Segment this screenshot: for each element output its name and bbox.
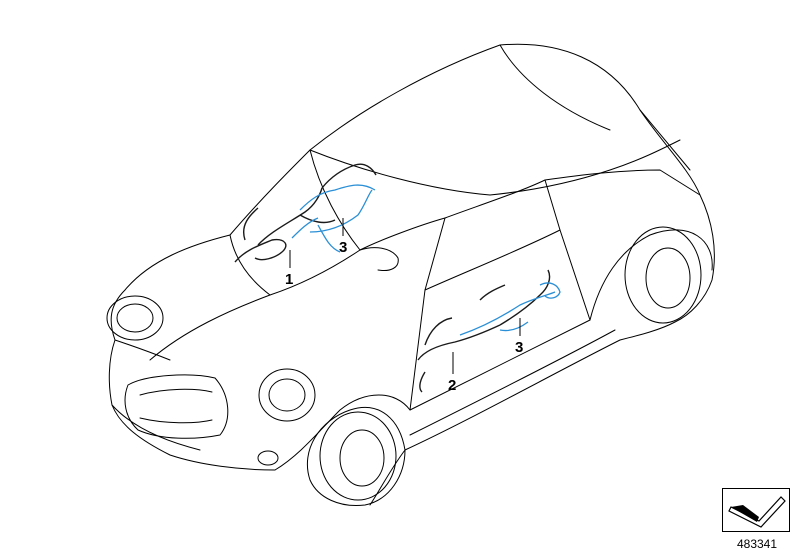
arrow-icon[interactable] <box>722 488 790 532</box>
callout-1: 1 <box>285 271 293 288</box>
harness-front <box>234 163 377 263</box>
harness-door-blue <box>459 282 561 336</box>
callout-2: 2 <box>448 377 456 394</box>
harness-door <box>417 269 551 393</box>
reference-number: 483341 <box>736 537 778 551</box>
callout-3-door: 3 <box>515 339 523 356</box>
harness-roof <box>291 184 376 253</box>
arrow-icon-glyph <box>728 496 786 528</box>
car-body-outline <box>106 43 715 507</box>
callout-3-roof: 3 <box>339 239 347 256</box>
leader-lines <box>289 218 521 374</box>
